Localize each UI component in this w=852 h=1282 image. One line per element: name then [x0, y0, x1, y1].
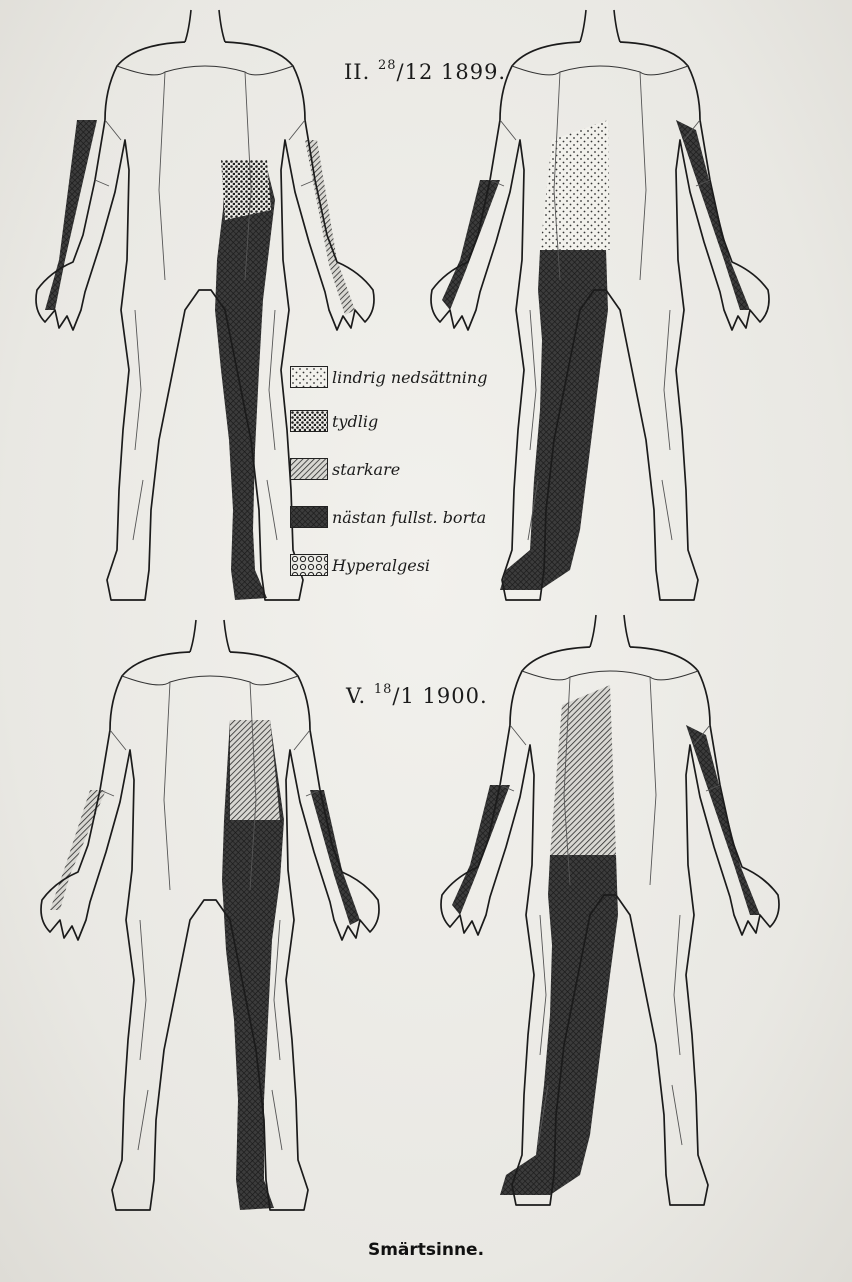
zone-stronger	[230, 720, 280, 820]
swatch-crosshatch	[290, 506, 328, 528]
roman-numeral: II.	[344, 60, 370, 84]
zone-left-arm	[310, 790, 360, 925]
zone-distinct	[221, 160, 271, 220]
legend-item-mild: lindrig nedsättning	[290, 364, 487, 390]
zone-arm-2	[676, 120, 750, 310]
zone-arm	[452, 785, 510, 915]
legend-label: lindrig nedsättning	[332, 368, 487, 387]
swatch-circles	[290, 554, 328, 576]
legend-label: nästan fullst. borta	[332, 508, 486, 527]
body-back-bottom	[441, 615, 779, 1205]
date-label-top: II. 28/12 1899.	[344, 60, 506, 84]
zone-arm-2	[686, 725, 760, 915]
legend-item-distinct: tydlig	[290, 408, 378, 434]
body-front-bottom	[41, 620, 379, 1210]
legend-item-stronger: starkare	[290, 456, 400, 482]
figure-caption: Smärtsinne.	[0, 1240, 852, 1260]
date-superscript: 18	[374, 682, 393, 697]
legend-item-nearly-absent: nästan fullst. borta	[290, 504, 486, 530]
date-label-bottom: V. 18/1 1900.	[346, 684, 488, 708]
date-superscript: 28	[378, 58, 397, 73]
zone-nearly-absent	[500, 855, 618, 1195]
swatch-hatch	[290, 458, 328, 480]
zone-arm	[442, 180, 500, 310]
zone-stronger	[550, 685, 616, 855]
date-text: /1 1900.	[392, 684, 487, 708]
legend-label: starkare	[332, 460, 400, 479]
date-text: /12 1899.	[397, 60, 507, 84]
legend-label: Hyperalgesi	[332, 556, 430, 575]
roman-numeral: V.	[346, 684, 366, 708]
swatch-dots-dense	[290, 410, 328, 432]
zone-nearly-absent	[500, 250, 608, 590]
legend-item-hyperalgesia: Hyperalgesi	[290, 552, 430, 578]
zone-right-arm	[50, 790, 106, 910]
swatch-dots-light	[290, 366, 328, 388]
zone-mild	[540, 120, 610, 250]
legend-label: tydlig	[332, 412, 378, 431]
zone-nearly-absent	[215, 160, 275, 600]
